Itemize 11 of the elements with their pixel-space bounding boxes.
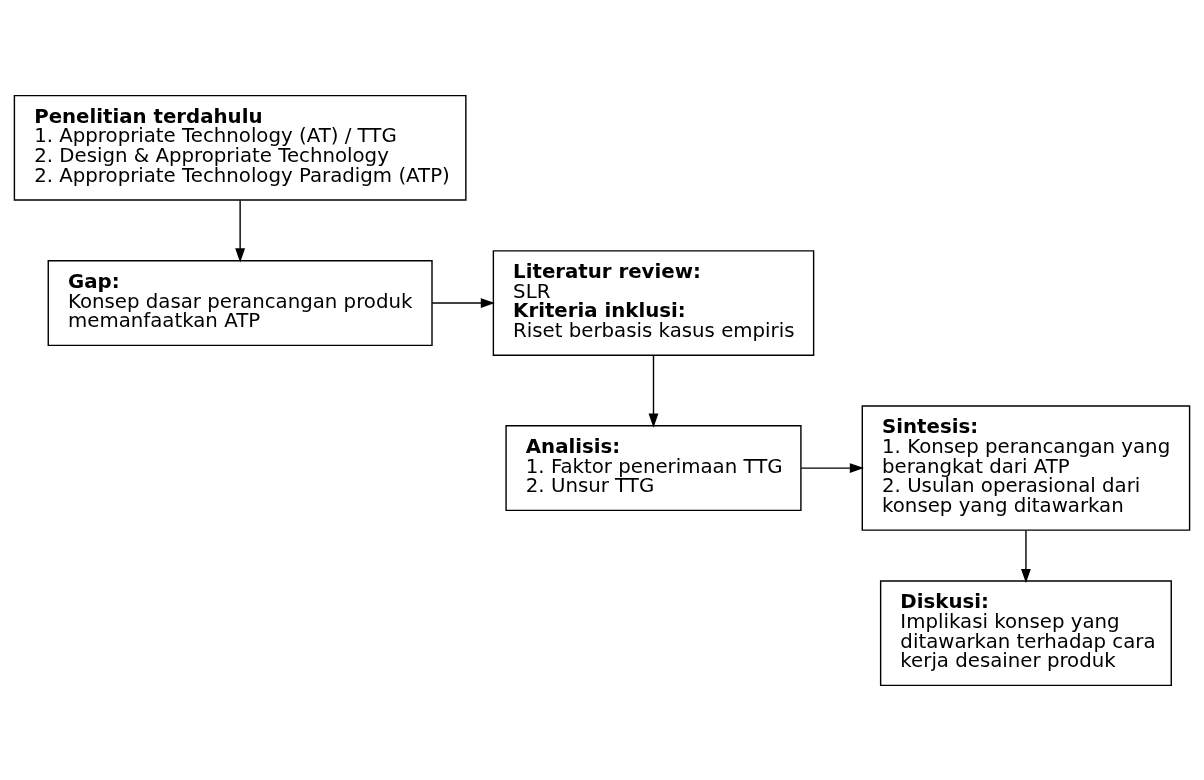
arrow xyxy=(431,297,495,308)
node-box: Penelitian terdahulu 1. Appropriate Technology (AT) / TTG 2. Design & Appropriate Technology 2. Appropriate Technology Paradigm (ATP) xyxy=(13,94,467,201)
node-box: Sintesis: 1. Konsep perancangan yang berangkat dari ATP 2. Usulan operasional dari konsep yang ditawarkan xyxy=(861,404,1191,531)
node-box: Analisis: 1. Faktor penerimaan TTG 2. Unsur TTG xyxy=(505,424,802,511)
node-box: Diskusi: Implikasi konsep yang ditawarkan terhadap cara kerja desainer produk xyxy=(879,579,1172,686)
node-box: Gap: Konsep dasar perancangan produk memanfaatkan ATP xyxy=(47,259,433,346)
arrow xyxy=(235,199,246,262)
arrow xyxy=(1021,529,1031,583)
arrow xyxy=(648,354,659,428)
arrow xyxy=(800,462,864,473)
node-box: Literatur review: SLR Kriteria inklusi: Riset berbasis kasus empiris xyxy=(492,249,815,356)
